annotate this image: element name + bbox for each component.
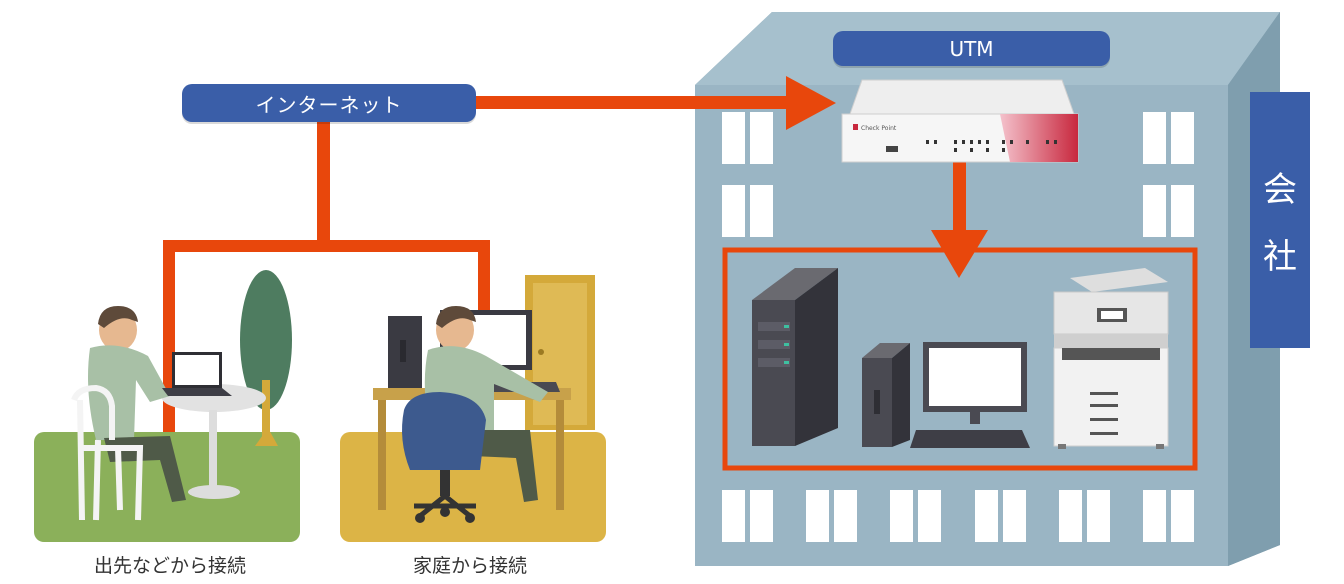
outdoor-scene: [34, 270, 300, 542]
internet-label: インターネット: [182, 84, 476, 122]
outdoor-person: [88, 306, 186, 502]
company-sign-char-2: 社: [1263, 237, 1297, 277]
outdoor-chair: [71, 384, 144, 521]
outdoor-laptop: [162, 352, 232, 396]
brand-logo-icon: [853, 124, 858, 130]
caption-outside: 出先などから接続: [93, 555, 246, 577]
branch-line: [163, 240, 490, 252]
multifunction-printer: [1053, 268, 1169, 449]
arrow-to-lan: [931, 230, 988, 278]
office-chair: [402, 392, 486, 523]
arrow-to-utm: [786, 76, 836, 130]
tree: [240, 270, 292, 410]
office-keyboard: [910, 430, 1030, 448]
server-tower: [752, 268, 838, 446]
caption-home: 家庭から接続: [412, 555, 527, 577]
internet-to-utm-line: [476, 96, 796, 109]
utm-appliance: Check Point: [841, 79, 1079, 163]
company-sign-char-1: 会: [1263, 170, 1297, 210]
device-brand: Check Point: [861, 125, 897, 132]
office-desktop-pc: [862, 342, 1030, 448]
utm-label: UTM: [833, 31, 1110, 66]
home-scene: [340, 275, 606, 542]
utm-to-lan-line: [953, 162, 966, 242]
outside-branch: [163, 240, 175, 440]
utm-front-accent: [1000, 114, 1078, 162]
building-windows: [722, 112, 1194, 542]
usb-port-icon: [886, 146, 898, 152]
internet-drop-line: [317, 122, 330, 244]
company-sign: 会 社: [1250, 92, 1310, 348]
lan-boundary: [722, 247, 1198, 471]
